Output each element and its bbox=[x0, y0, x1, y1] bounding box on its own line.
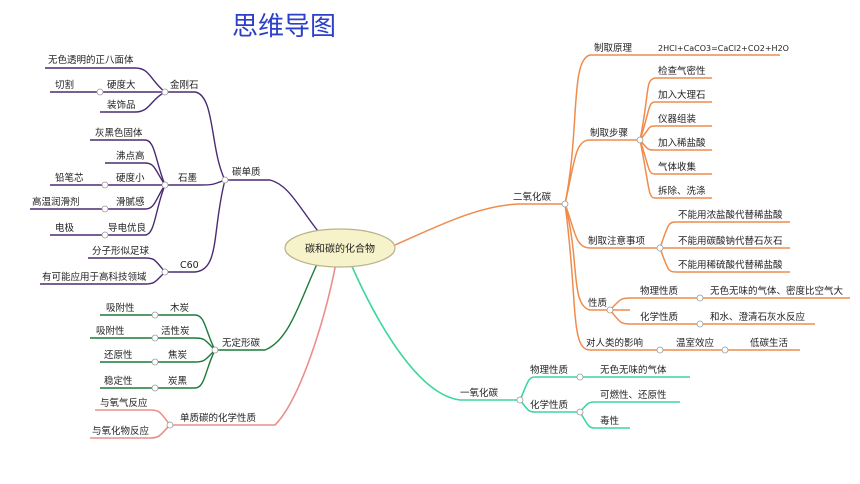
leaf-step-2: 加入大理石 bbox=[658, 89, 706, 101]
node-tan-dan-zhi: 碳单质 bbox=[232, 166, 261, 178]
leaf-yu-yang-hua-wu: 与氧化物反应 bbox=[92, 425, 150, 437]
leaf-wen-ding-xing: 稳定性 bbox=[104, 375, 133, 387]
leaf-co-wu-li-value: 无色无味的气体 bbox=[600, 364, 667, 376]
leaf-hua-ni-gan: 滑腻感 bbox=[116, 196, 145, 208]
branch-hua-xue-xing-zhi bbox=[90, 262, 337, 439]
leaf-step-5: 气体收集 bbox=[658, 161, 697, 173]
teal-nodes bbox=[516, 373, 584, 416]
leaf-step-3: 仪器组装 bbox=[658, 113, 697, 125]
leaf-wu-li-value: 无色无味的气体、密度比空气大 bbox=[710, 285, 844, 297]
branch-tan-dan-zhi bbox=[30, 67, 326, 285]
node-jiao-tan: 焦炭 bbox=[168, 349, 188, 361]
center-node bbox=[284, 228, 396, 268]
node-co-wu-li: 物理性质 bbox=[530, 364, 569, 376]
node-hua-xue-xing-zhi: 单质碳的化学性质 bbox=[180, 412, 257, 424]
leaf-run-hua-ji: 高温润滑剂 bbox=[32, 196, 80, 208]
leaf-qian-bi-xin: 铅笔芯 bbox=[55, 172, 84, 184]
orange-nodes bbox=[561, 136, 729, 354]
node-huo-xing-tan: 活性炭 bbox=[161, 325, 190, 337]
node-hua-xue-xing-zhi-co2: 化学性质 bbox=[640, 311, 679, 323]
node-wu-ding-xing: 无定形碳 bbox=[222, 337, 261, 349]
leaf-du-xing: 毒性 bbox=[600, 415, 620, 427]
branch-co2 bbox=[394, 54, 850, 351]
leaf-note-1: 不能用浓盐酸代替稀盐酸 bbox=[678, 209, 783, 221]
leaf-qie-ge: 切割 bbox=[55, 79, 74, 91]
node-co: 一氧化碳 bbox=[460, 387, 499, 399]
leaf-ying-du-da: 硬度大 bbox=[107, 79, 136, 91]
pink-node bbox=[166, 421, 174, 429]
node-ying-xiang: 对人类的影响 bbox=[586, 337, 643, 349]
leaf-step-6: 拆除、洗涤 bbox=[658, 185, 706, 197]
branch-co bbox=[349, 261, 690, 429]
leaf-xi-fu-xing-2: 吸附性 bbox=[96, 325, 125, 337]
leaf-note-2: 不能用碳酸钠代替石灰石 bbox=[678, 235, 783, 247]
leaf-di-tan-sheng-huo: 低碳生活 bbox=[750, 337, 789, 349]
leaf-xi-fu-xing-1: 吸附性 bbox=[106, 302, 135, 314]
node-shi-mo: 石墨 bbox=[178, 173, 198, 184]
node-wu-li-xing-zhi: 物理性质 bbox=[640, 285, 679, 297]
leaf-dao-dian: 导电优良 bbox=[108, 222, 147, 234]
leaf-yu-yang-qi: 与氧气反应 bbox=[100, 397, 148, 409]
green-nodes bbox=[151, 311, 219, 392]
page-title: 思维导图 bbox=[232, 12, 336, 42]
leaf-zu-qiu: 分子形似足球 bbox=[92, 245, 150, 257]
leaf-zhuang-shi-pin: 装饰品 bbox=[107, 99, 136, 111]
node-tan-hei: 炭黑 bbox=[168, 376, 188, 387]
leaf-ke-ran-xing: 可燃性、还原性 bbox=[600, 389, 667, 401]
leaf-step-4: 加入稀盐酸 bbox=[658, 137, 706, 149]
center-label: 碳和碳的化合物 bbox=[305, 242, 375, 255]
node-zhu-yi-shi-xiang: 制取注意事项 bbox=[588, 235, 646, 247]
leaf-wu-se-tou-ming: 无色透明的正八面体 bbox=[48, 54, 134, 66]
node-jin-gang-shi: 金刚石 bbox=[170, 79, 199, 91]
leaf-gao-ke-ji: 有可能应用于高科技领域 bbox=[42, 271, 147, 283]
node-zhi-qu-bu-zhou: 制取步骤 bbox=[590, 127, 628, 139]
leaf-huan-yuan-xing: 还原性 bbox=[104, 349, 133, 361]
node-zhi-qu-yuan-li: 制取原理 bbox=[594, 42, 633, 54]
leaf-hui-hei-se: 灰黑色固体 bbox=[95, 127, 143, 139]
leaf-dian-ji: 电极 bbox=[55, 222, 75, 234]
node-xing-zhi: 性质 bbox=[588, 297, 608, 309]
leaf-note-3: 不能用稀硫酸代替稀盐酸 bbox=[678, 259, 783, 271]
leaf-wen-shi-xiao-ying: 温室效应 bbox=[676, 337, 715, 349]
leaf-fei-dian-gao: 沸点高 bbox=[116, 150, 145, 162]
node-mu-tan: 木炭 bbox=[170, 302, 190, 314]
leaf-equation: 2HCl+CaCO3=CaCl2+CO2+H2O bbox=[658, 44, 789, 53]
leaf-step-1: 检查气密性 bbox=[658, 65, 706, 77]
node-co2: 二氧化碳 bbox=[513, 191, 552, 203]
node-c60: C60 bbox=[180, 260, 199, 271]
leaf-hua-xue-value: 和水、澄清石灰水反应 bbox=[710, 311, 806, 323]
node-co-hua-xue: 化学性质 bbox=[530, 399, 569, 411]
leaf-ying-du-xiao: 硬度小 bbox=[116, 172, 145, 184]
purple-nodes bbox=[96, 88, 229, 276]
branch-wu-ding-xing bbox=[90, 261, 319, 389]
